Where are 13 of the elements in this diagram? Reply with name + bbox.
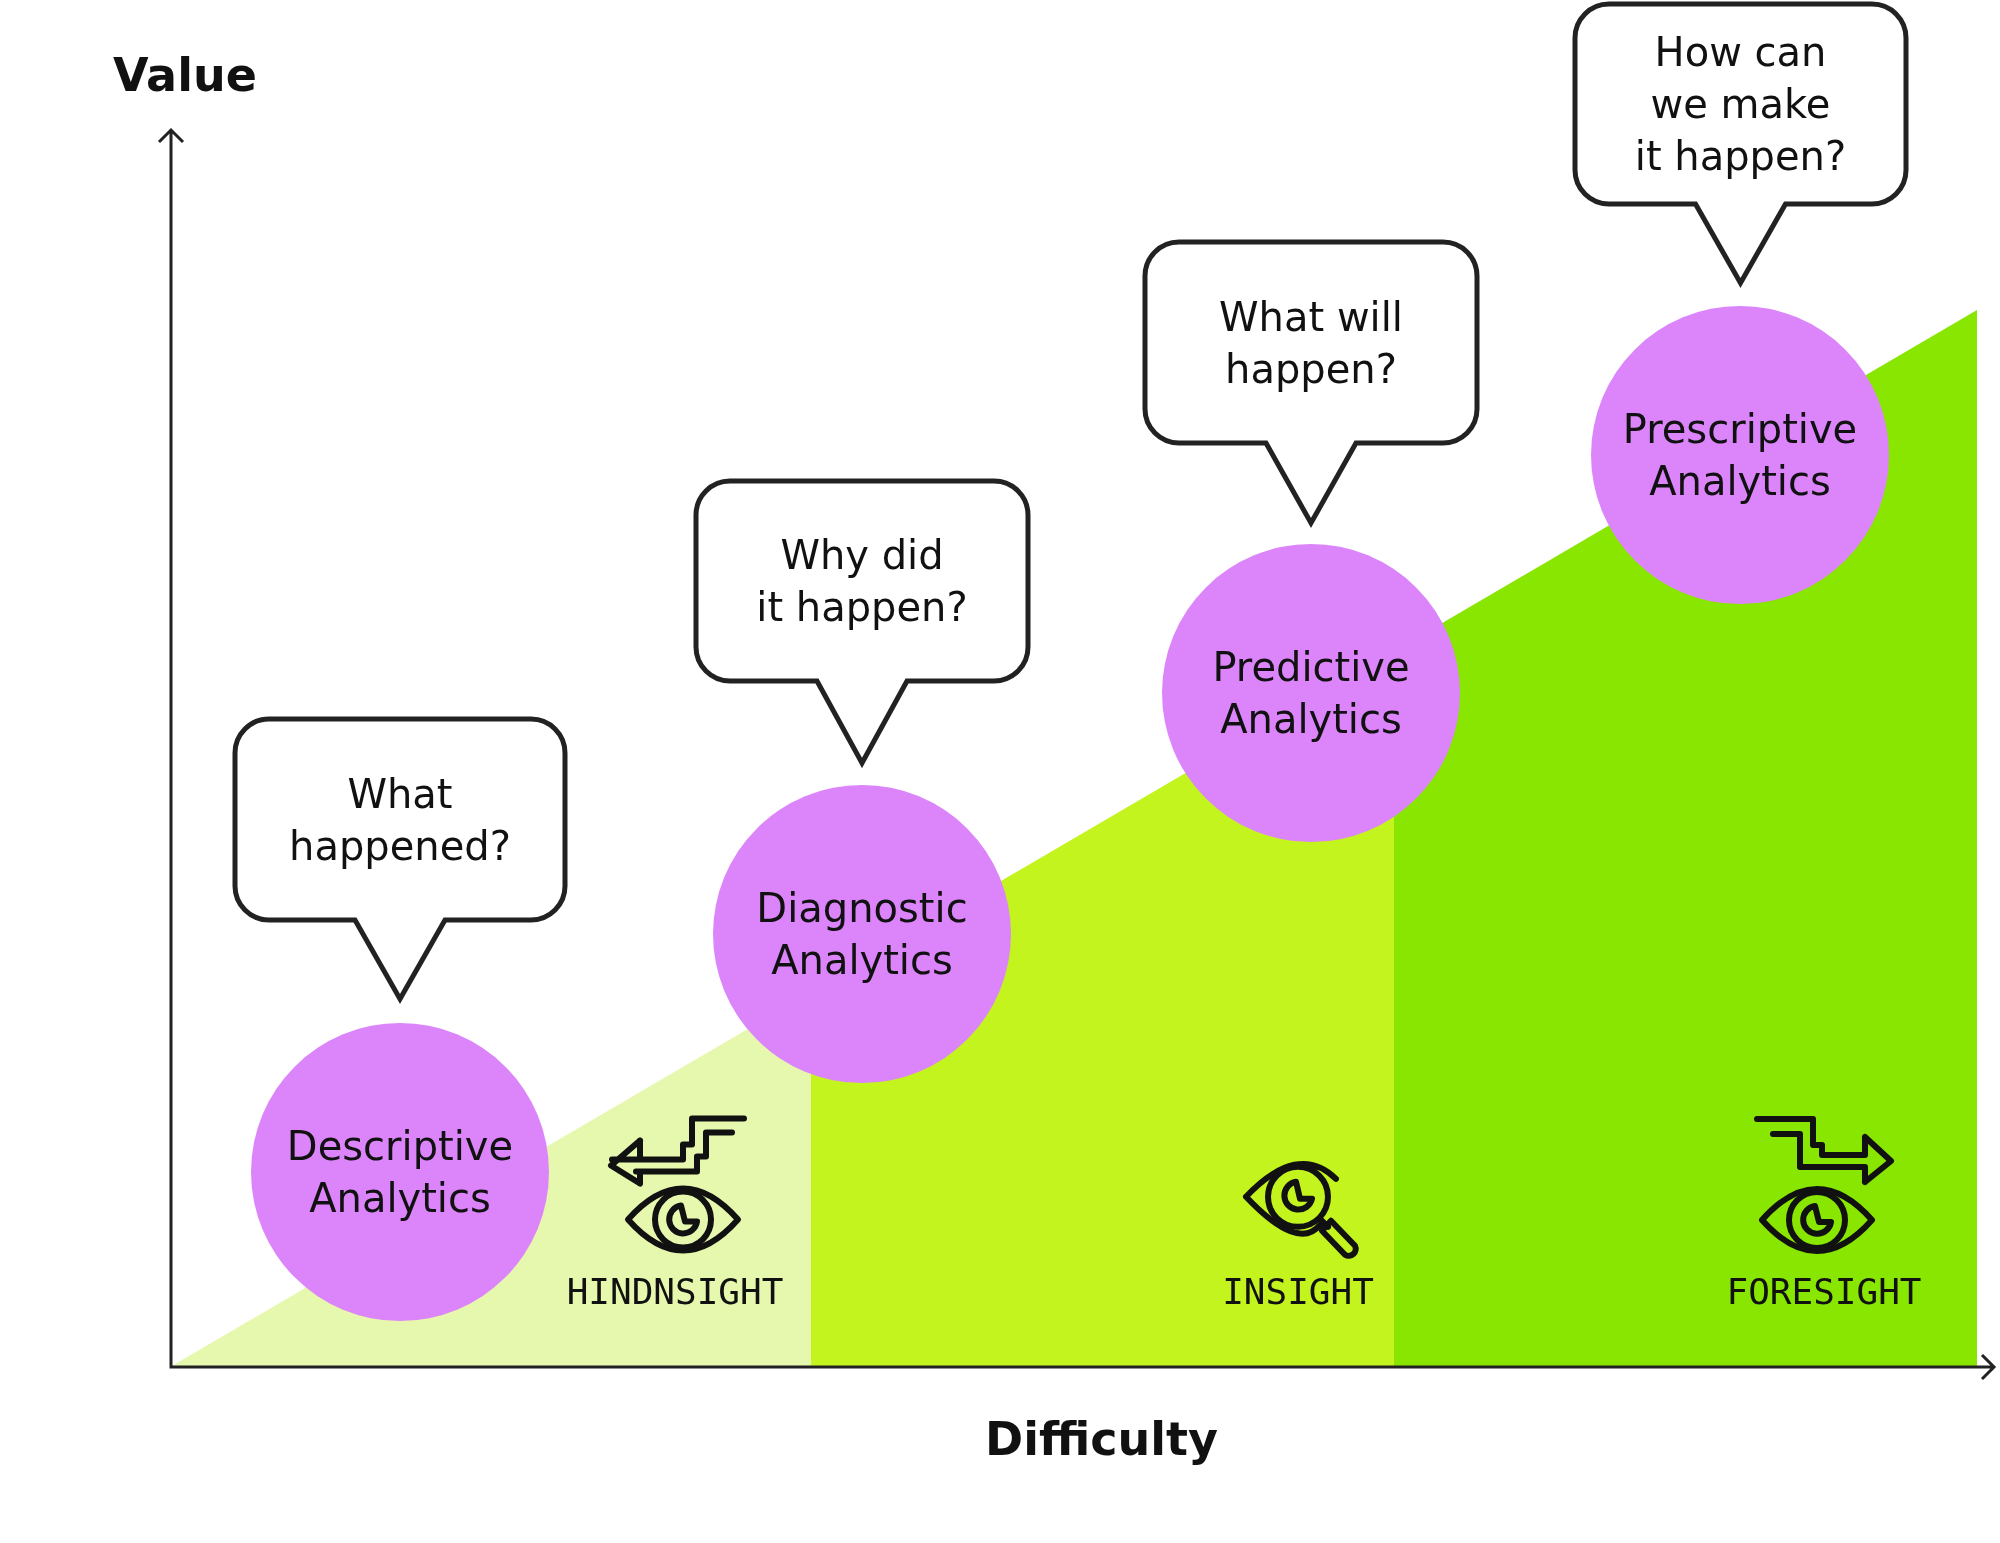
axis-title: Difficulty (985, 1412, 1218, 1466)
analytics-type: Prescriptive Analytics (1621, 405, 1859, 506)
stage-label: HINDNSIGHT (565, 1272, 785, 1312)
analytics-type: Descriptive Analytics (285, 1122, 515, 1223)
analytics-type: Diagnostic Analytics (755, 884, 969, 985)
question-text: Why did it happen? (755, 531, 969, 632)
stage-label: FORESIGHT (1725, 1272, 1923, 1312)
question-text: What will happen? (1218, 292, 1404, 394)
analytics-type: Predictive Analytics (1211, 643, 1411, 744)
stage-label: INSIGHT (1221, 1272, 1375, 1312)
question-text: How can we make it happen? (1633, 28, 1848, 181)
axis-title: Value (113, 48, 257, 102)
question-text: What happened? (288, 769, 512, 871)
